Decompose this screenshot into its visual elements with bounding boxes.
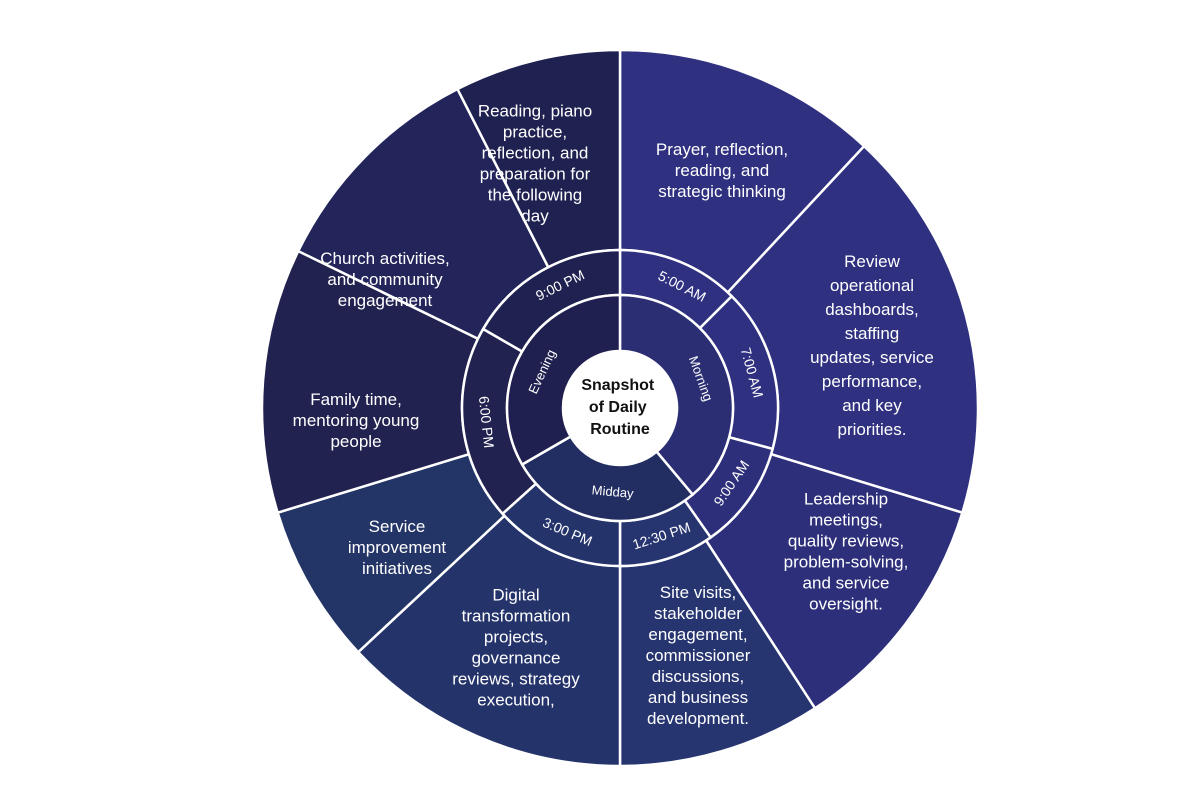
activity-text-7am-line: updates, service [810,348,934,367]
activity-text-1230pm-line: commissioner [646,646,751,665]
activity-text-9pm-line: preparation for [480,165,591,184]
activity-text-church-line: engagement [338,291,433,310]
center-circle [563,351,677,465]
activity-text-5am: Prayer, reflection, reading, and strategic… [656,140,788,201]
activity-text-6pm-line: mentoring young [293,411,420,430]
center-line-1: Snapshot [581,377,655,394]
activity-text-9pm-line: practice, [503,123,567,142]
activity-text-9pm-line: day [521,207,549,226]
activity-text-7am-line: and key [842,396,902,415]
activity-text-5am-line: strategic thinking [658,182,786,201]
period-label-midday: Midday [591,482,635,501]
activity-text-church-line: and community [327,270,443,289]
activity-text-5am-line: reading, and [675,161,770,180]
activity-text-7am-line: operational [830,276,914,295]
activity-text-3pm-line: reviews, strategy [452,670,580,689]
activity-text-3pm-line: projects, [484,628,548,647]
activity-text-6pm: Family time, mentoring young people [293,390,420,451]
time-label-6pm: 6:00 PM [476,395,497,449]
center-hub: Snapshot of Daily Routine [563,351,677,465]
activity-text-6pm-line: people [330,432,381,451]
activity-text-1230pm-line: and business [648,688,748,707]
activity-text-9am-line: and service [803,574,890,593]
activity-text-svc: Service improvement initiatives [348,517,447,578]
activity-text-7am-line: dashboards, [825,300,919,319]
activity-text-9am-line: Leadership [804,490,888,509]
activity-text-svc-line: Service [369,517,426,536]
activity-text-3pm: Digital transformation projects, governance… [452,586,580,710]
activity-text-1230pm-line: discussions, [652,667,745,686]
activity-text-5am-line: Prayer, reflection, [656,140,788,159]
activity-text-9am: Leadership meetings, quality reviews, probl… [784,490,909,614]
center-line-3: Routine [590,421,650,438]
activity-text-svc-line: initiatives [362,559,432,578]
activity-text-3pm-line: governance [472,649,561,668]
activity-text-7am: Review operational dashboards, staffing upda… [810,252,934,439]
activity-text-1230pm-line: development. [647,709,749,728]
activity-text-7am-line: staffing [845,324,900,343]
activity-text-7am-line: priorities. [838,420,907,439]
activity-text-3pm-line: transformation [462,607,571,626]
activity-text-church: Church activities, and community engagemen… [320,249,449,310]
activity-text-9am-line: problem-solving, [784,553,909,572]
activity-text-9am-line: oversight. [809,595,883,614]
activity-text-9pm-line: the following [488,186,583,205]
activity-text-1230pm: Site visits, stakeholder engagement, commis… [646,583,751,728]
activity-text-7am-line: performance, [822,372,922,391]
activity-text-9pm: Reading, piano practice, reflection, and pr… [478,102,592,226]
activity-text-9am-line: quality reviews, [788,532,904,551]
activity-text-1230pm-line: stakeholder [654,604,742,623]
activity-text-svc-line: improvement [348,538,447,557]
center-line-2: of Daily [589,399,647,416]
activity-text-6pm-line: Family time, [310,390,402,409]
activity-text-9pm-line: Reading, piano [478,102,592,121]
center-title: Snapshot of Daily Routine [581,377,658,438]
activity-text-9am-line: meetings, [809,511,883,530]
activity-text-church-line: Church activities, [320,249,449,268]
activity-text-1230pm-line: Site visits, [660,583,737,602]
activity-text-7am-line: Review [844,252,900,271]
activity-ring: Prayer, reflection, reading, and strategic… [260,48,980,768]
activity-text-9pm-line: reflection, and [482,144,589,163]
activity-text-1230pm-line: engagement, [648,625,747,644]
activity-text-3pm-line: Digital [492,586,539,605]
activity-text-3pm-line: execution, [477,691,555,710]
